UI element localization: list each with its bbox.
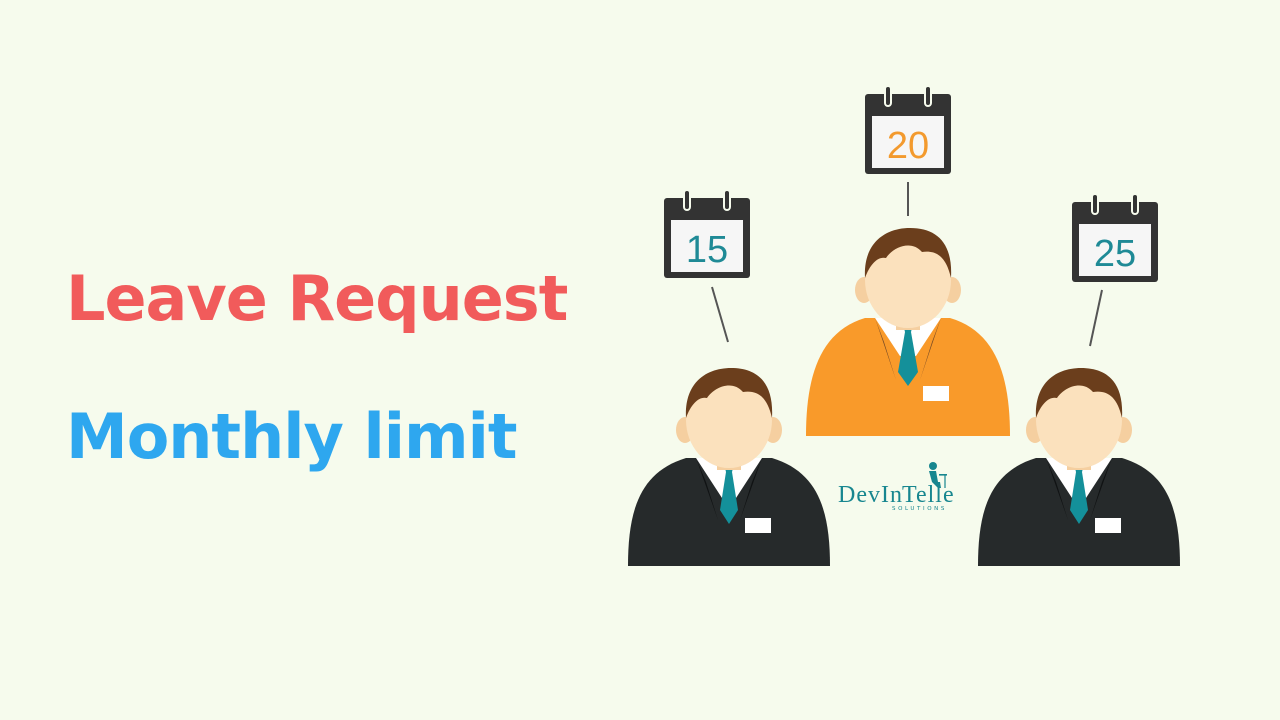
calendar-icon: 20 (864, 85, 952, 175)
employees-illustration: 15 20 25 DevIn (628, 85, 1180, 566)
logo-dev: DevIn (838, 482, 903, 508)
company-logo: DevIn Telle SOLUTIONS (838, 462, 955, 512)
calendar-icon: 15 (663, 189, 751, 279)
calendar-number: 20 (887, 125, 929, 167)
calendar-icon: 25 (1071, 193, 1159, 283)
businessman-icon (628, 368, 830, 566)
logo-telle: Telle (902, 482, 955, 508)
calendar-number: 25 (1094, 233, 1136, 275)
logo-subtitle: SOLUTIONS (892, 506, 947, 512)
connector-line (1089, 289, 1103, 347)
headline-monthly-limit: Monthly limit (66, 400, 517, 473)
calendar-number: 15 (686, 229, 728, 271)
businessman-icon (978, 368, 1180, 566)
connector-line (711, 286, 729, 343)
headline-leave-request: Leave Request (66, 262, 568, 335)
person-at-desk-icon (929, 462, 947, 488)
businessman-icon (806, 228, 1010, 436)
